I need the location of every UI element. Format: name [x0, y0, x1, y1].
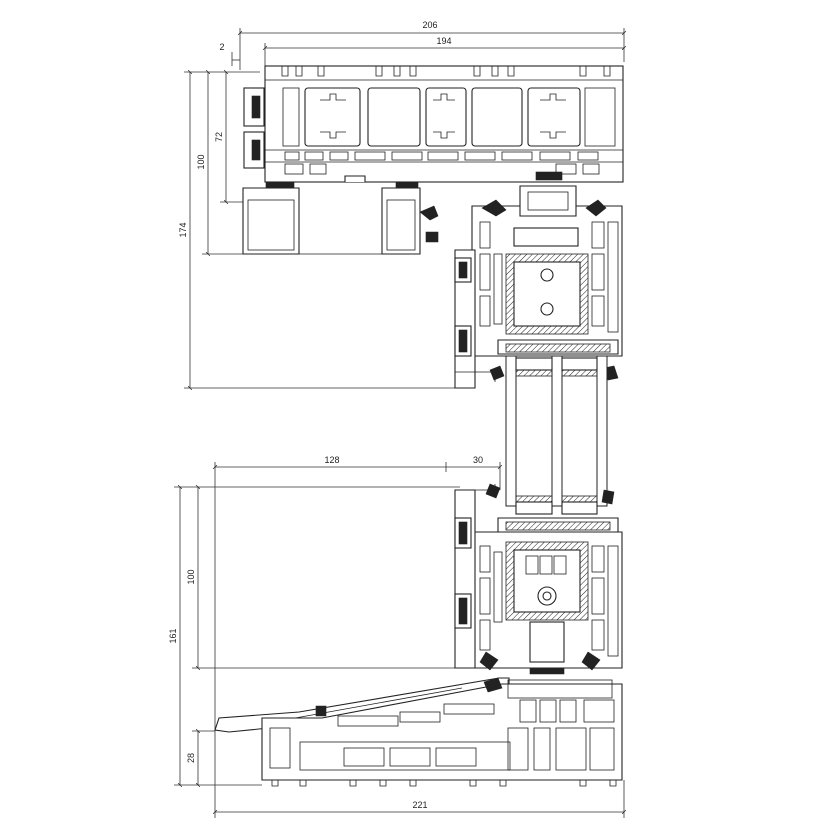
dim-28-label: 28	[186, 753, 196, 763]
top-extension-profile	[242, 187, 439, 255]
dim-174-label: 174	[178, 222, 188, 237]
dim-206-label: 206	[422, 20, 437, 30]
left-jamb-top-profile	[454, 249, 619, 389]
dim-72-label: 72	[214, 132, 224, 142]
dim-221-label: 221	[412, 800, 427, 810]
dim-30-label: 30	[473, 455, 483, 465]
bottom-sash-profile	[471, 489, 623, 671]
left-jamb-bottom-profile	[454, 483, 501, 669]
glazing-unit	[505, 355, 608, 515]
dim-161-label: 161	[168, 628, 178, 643]
dim-128-label: 128	[324, 455, 339, 465]
dim-100-bottom-label: 100	[186, 569, 196, 584]
top-frame-profile	[243, 65, 624, 189]
dim-100-top-label: 100	[196, 154, 206, 169]
dim-2-label: 2	[219, 42, 224, 52]
bottom-sill-profile	[214, 667, 623, 787]
dim-194-label: 194	[436, 36, 451, 46]
dimension-lines	[174, 28, 627, 818]
top-sash-profile	[471, 185, 623, 357]
